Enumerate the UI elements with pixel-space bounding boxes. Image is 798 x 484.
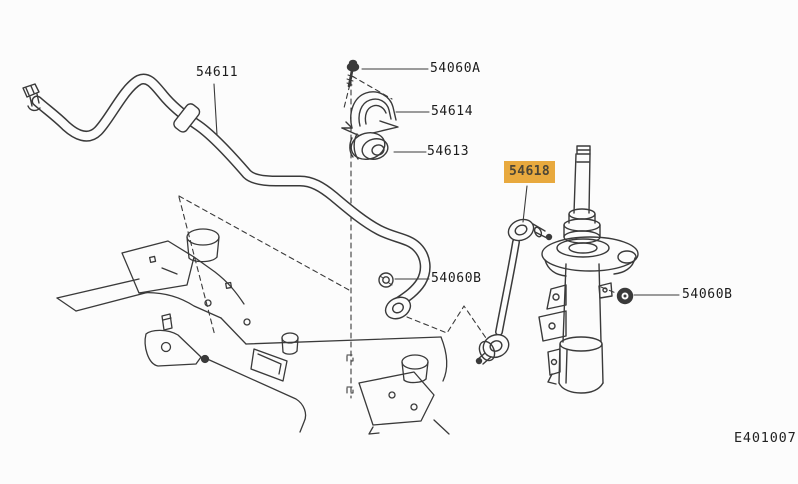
- part-label-clamp-bolt[interactable]: 54060A: [430, 61, 481, 76]
- stabilizer-bushing-art: [349, 131, 389, 161]
- lower-link-nut-art: [378, 272, 394, 288]
- connecting-link-art: [475, 218, 553, 365]
- part-label-nut-lower[interactable]: 54060B: [431, 271, 482, 286]
- link-rod-fill: [496, 239, 519, 335]
- part-label-connecting-rod-highlighted[interactable]: 54618: [504, 161, 556, 184]
- part-label-bushing[interactable]: 54613: [427, 144, 470, 159]
- bar-tube-fill: [33, 75, 430, 308]
- strut-assembly-art: [538, 145, 639, 394]
- part-label-nut-upper[interactable]: 54060B: [682, 287, 733, 302]
- leader-lines: [213, 68, 680, 296]
- stabilizer-bar-art: [22, 73, 431, 320]
- clamp-bolt-art: [346, 59, 360, 88]
- drawing-code: E401007: [734, 430, 797, 446]
- subframe-art: [56, 228, 450, 435]
- part-label-stabilizer-bar[interactable]: 54611: [196, 65, 239, 80]
- stabilizer-clamp-art: [341, 91, 399, 137]
- part-label-clamp[interactable]: 54614: [431, 104, 474, 119]
- upper-link-nut-art: [616, 287, 634, 305]
